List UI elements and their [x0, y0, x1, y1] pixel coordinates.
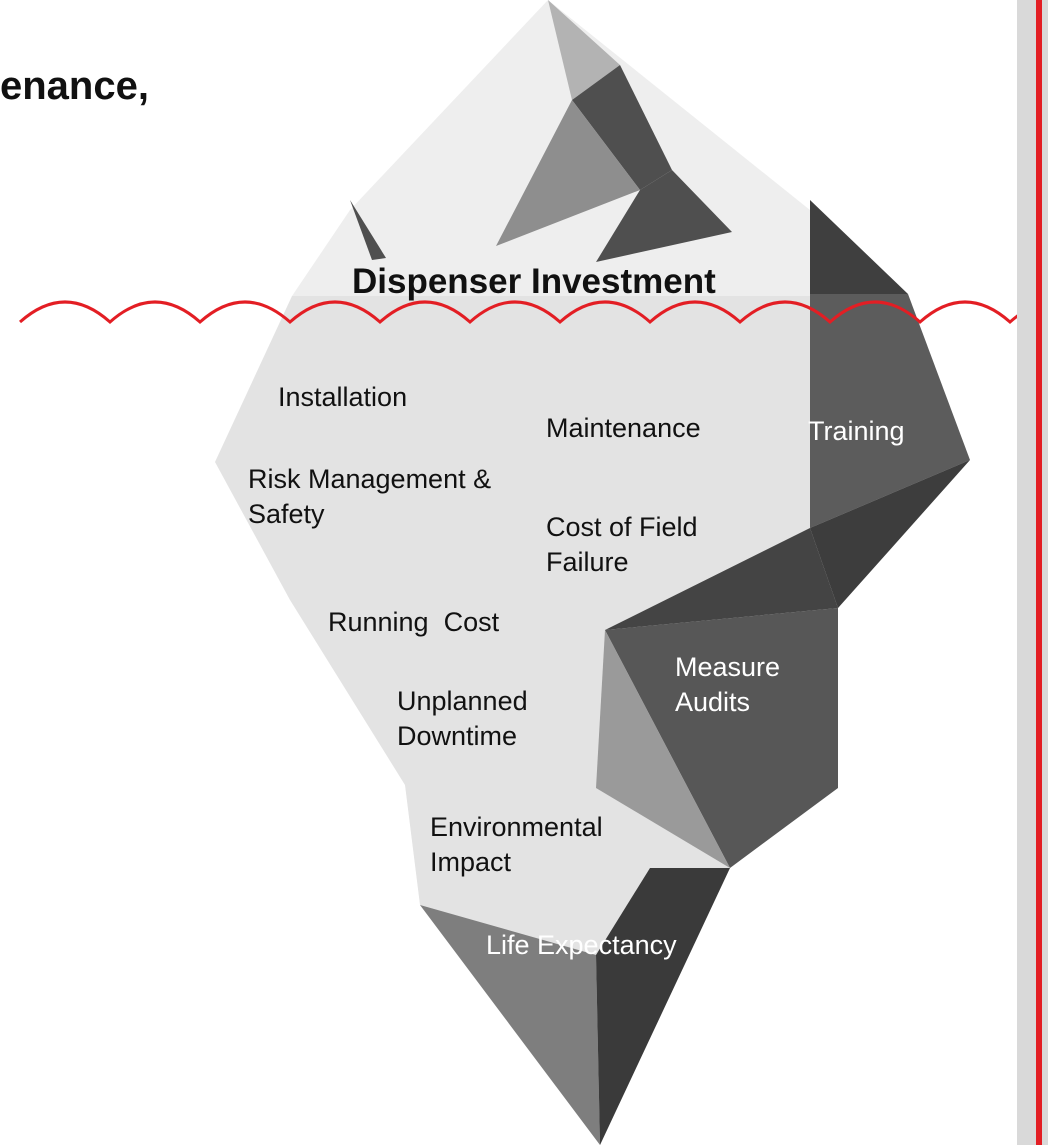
side-panel [1017, 0, 1048, 1145]
iceberg-body [215, 294, 970, 1145]
accent-bar [1036, 0, 1042, 1145]
label-cost-of-field-failure: Cost of Field Failure [546, 512, 698, 578]
iceberg-title: Dispenser Investment [352, 262, 716, 301]
label-training: Training [808, 416, 905, 446]
iceberg-tip [292, 0, 908, 296]
label-measure-audits: Measure Audits [675, 652, 781, 718]
label-installation: Installation [278, 382, 408, 412]
label-life-expectancy: Life Expectancy [486, 930, 677, 960]
label-unplanned-downtime: Unplanned Downtime [397, 686, 528, 752]
label-risk-management-safety: Risk Management & Safety [248, 464, 492, 530]
slide-heading: enance, [0, 64, 149, 108]
label-maintenance: Maintenance [546, 413, 701, 443]
waterline-wave [19, 300, 1048, 325]
label-environmental-impact: Environmental Impact [430, 812, 603, 878]
label-running-cost: Running Cost [328, 607, 500, 637]
